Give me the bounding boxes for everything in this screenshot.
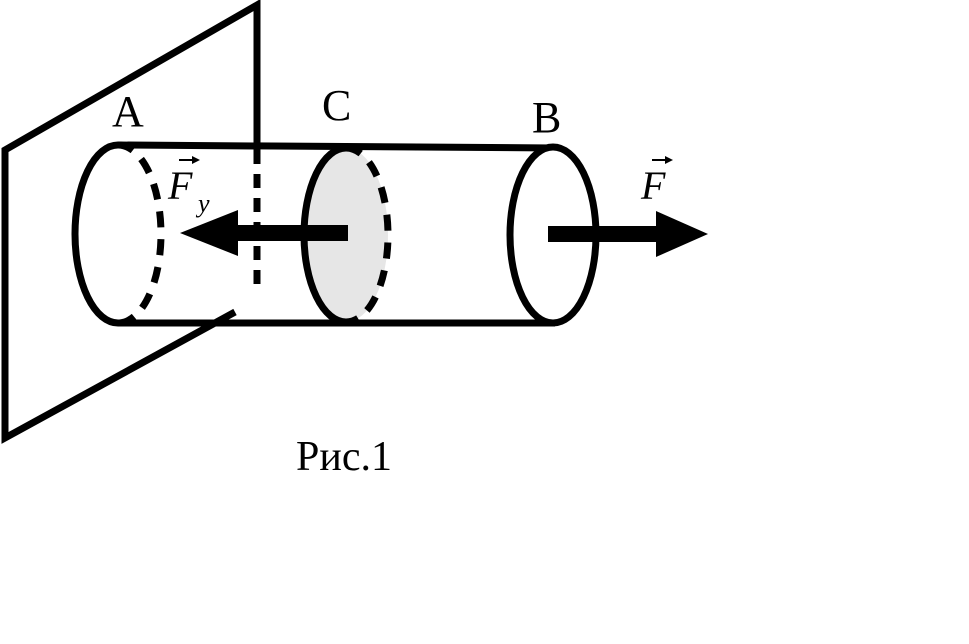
elastic-force-arrow: [180, 210, 348, 256]
end-a-back-arc: [117, 141, 165, 327]
vector-arrow-icon: [652, 156, 673, 164]
applied-force-label: F: [640, 156, 673, 208]
wall: [1, 0, 261, 444]
vector-arrow-icon: [179, 156, 200, 164]
elastic-force-symbol: F: [167, 163, 193, 208]
applied-force-arrow: [548, 211, 708, 257]
point-a-label: A: [112, 87, 144, 136]
figure-caption: Рис.1: [296, 434, 392, 480]
point-c-label: C: [322, 81, 351, 130]
elastic-force-subscript: y: [195, 189, 210, 218]
point-b-label: B: [532, 93, 561, 142]
elastic-force-label: F y: [167, 156, 210, 218]
end-a-front-arc: [71, 141, 119, 327]
applied-force-symbol: F: [640, 163, 666, 208]
